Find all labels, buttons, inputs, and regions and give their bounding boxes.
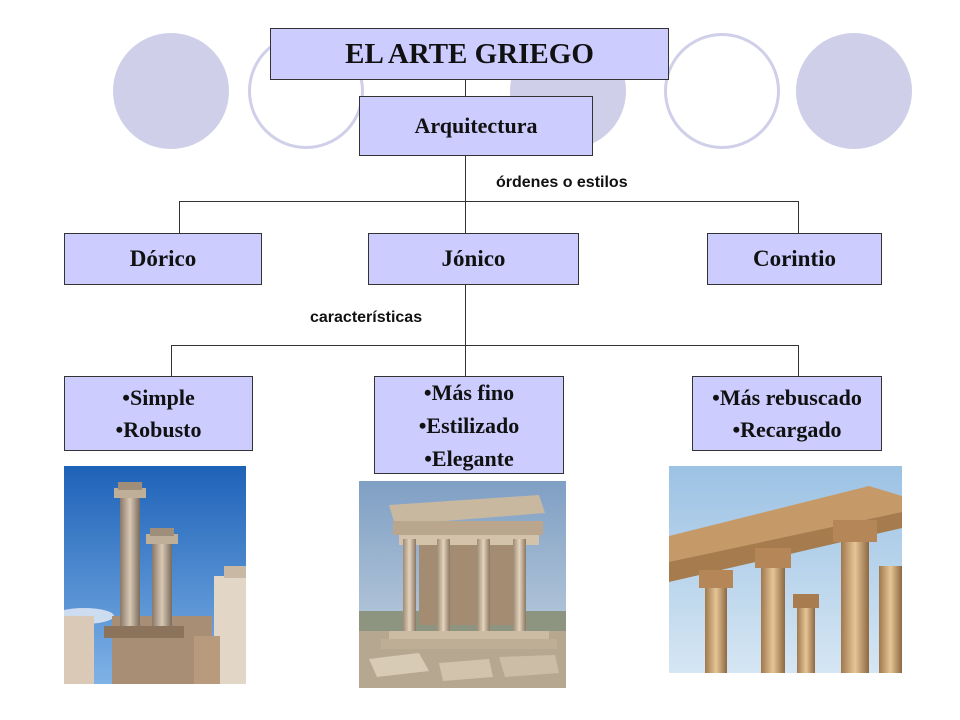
title-box: EL ARTE GRIEGO: [270, 28, 669, 80]
ionic-temple-photo: [359, 481, 566, 688]
connector-doric-feature-drop: [171, 345, 172, 376]
orders-label: órdenes o estilos: [496, 174, 628, 191]
connector-ionic-down: [465, 285, 466, 346]
order-box-ionic: Jónico: [368, 233, 579, 285]
feature-item: •Más fino: [423, 379, 515, 405]
connector-branch-down: [465, 156, 466, 202]
connector-doric-drop: [179, 201, 180, 233]
connector-ionic-drop: [465, 201, 466, 233]
corinthian-columns-photo: [669, 466, 902, 673]
connector-orders-horizontal: [179, 201, 799, 202]
connector-corinthian-feature-drop: [798, 345, 799, 376]
architecture-box: Arquitectura: [359, 96, 593, 156]
decor-circle-1: [113, 33, 229, 149]
feature-item: •Estilizado: [418, 412, 520, 438]
features-box-doric: •Simple •Robusto: [64, 376, 253, 451]
connector-features-horizontal: [171, 345, 799, 346]
feature-item: •Robusto: [115, 416, 202, 442]
connector-ionic-feature-drop: [465, 345, 466, 376]
feature-item: •Recargado: [732, 416, 842, 442]
feature-item: •Más rebuscado: [712, 384, 862, 410]
decor-circle-5: [796, 33, 912, 149]
doric-columns-photo: [64, 466, 246, 684]
order-box-doric: Dórico: [64, 233, 262, 285]
order-box-corinthian: Corintio: [707, 233, 882, 285]
features-label: características: [310, 309, 423, 326]
features-box-ionic: •Más fino •Estilizado •Elegante: [374, 376, 564, 474]
connector-corinthian-drop: [798, 201, 799, 233]
feature-item: •Simple: [122, 384, 195, 410]
decor-circle-4: [664, 33, 780, 149]
features-box-corinthian: •Más rebuscado •Recargado: [692, 376, 882, 451]
connector-title-branch: [465, 80, 466, 96]
feature-item: •Elegante: [424, 445, 514, 471]
